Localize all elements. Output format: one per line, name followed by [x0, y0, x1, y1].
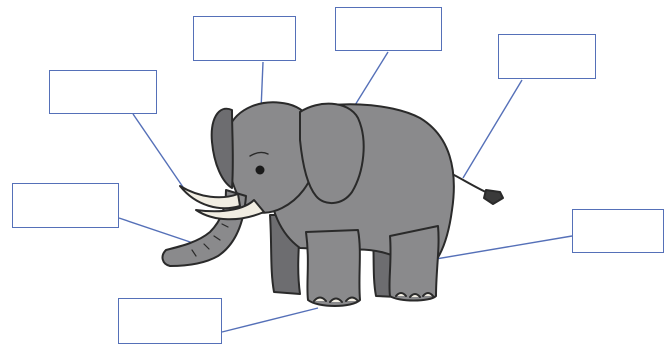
elephant-front-leg	[305, 229, 361, 307]
leader-line-foot	[221, 307, 319, 333]
label-box-tusk[interactable]	[49, 70, 157, 114]
elephant	[161, 101, 504, 307]
elephant-tusk-right	[195, 199, 265, 221]
leader-line-trunk	[118, 217, 203, 247]
elephant-ear	[299, 102, 365, 204]
leader-line-leg	[417, 235, 573, 263]
elephant-front-toes	[313, 296, 359, 303]
label-box-eye[interactable]	[193, 16, 296, 61]
elephant-eye	[255, 165, 265, 175]
label-box-leg[interactable]	[572, 209, 664, 253]
elephant-back-leg	[388, 225, 440, 302]
label-box-trunk[interactable]	[12, 183, 119, 228]
elephant-tail-tuft	[483, 189, 504, 205]
leader-line-tusk	[132, 113, 186, 191]
elephant-tusk-left	[179, 185, 241, 210]
leader-line-tail	[462, 79, 523, 179]
elephant-trunk-wrinkles	[191, 223, 229, 257]
label-box-foot[interactable]	[118, 298, 222, 344]
leader-lines	[118, 51, 573, 333]
elephant-back-toes	[395, 292, 434, 298]
label-box-ear[interactable]	[335, 7, 442, 51]
elephant-ear-far	[210, 107, 234, 189]
elephant-eyebrow	[249, 151, 269, 157]
label-box-tail[interactable]	[498, 34, 596, 79]
